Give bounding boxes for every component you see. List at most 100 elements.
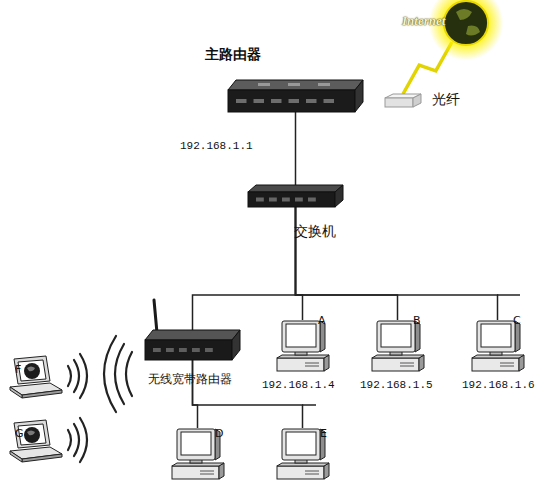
laptop-computer: F	[8, 356, 63, 398]
bus-wire	[497, 294, 520, 296]
device-part	[277, 466, 324, 479]
device-part	[256, 198, 264, 202]
device-part	[258, 83, 270, 86]
device-part	[269, 198, 277, 202]
device-part	[282, 198, 290, 202]
device-part	[318, 83, 330, 86]
wave-arc	[68, 366, 71, 386]
device-part	[27, 431, 35, 436]
desktop-computer: C192.168.1.6	[470, 320, 525, 375]
device-part	[228, 90, 355, 112]
device-part	[248, 185, 343, 192]
device-part	[10, 387, 22, 398]
device-part	[355, 80, 363, 112]
device-part	[200, 471, 214, 472]
fiber-icon	[385, 94, 421, 107]
device-part	[154, 300, 157, 333]
device-part	[14, 356, 50, 384]
network-cable	[295, 112, 297, 185]
desktop-computer: E	[275, 428, 330, 483]
device-part	[24, 363, 40, 379]
desktop-computer: D	[170, 428, 225, 483]
device-part	[305, 471, 319, 472]
network-cable	[193, 207, 296, 330]
wave-arc	[68, 430, 71, 450]
device-part	[248, 192, 335, 207]
device-part	[14, 420, 50, 448]
device-label: 无线宽带路由器	[148, 373, 232, 386]
device-part	[377, 321, 415, 352]
wave-arc	[126, 352, 132, 396]
device-part	[305, 366, 319, 367]
device-part	[429, 0, 504, 60]
wave-arc	[74, 424, 79, 456]
device-label: A	[318, 315, 326, 327]
device-part	[254, 99, 265, 103]
device-part	[456, 9, 480, 36]
device-part	[413, 94, 421, 107]
wave-arc	[80, 354, 87, 398]
device-part	[477, 321, 515, 352]
device-part	[400, 366, 414, 367]
device-part	[381, 324, 411, 347]
device-part	[22, 454, 62, 462]
device-label: B	[413, 315, 421, 327]
device-part	[335, 185, 343, 207]
device-label: E	[320, 428, 327, 440]
device-part	[400, 363, 414, 364]
device-label: C	[513, 315, 521, 327]
globe-icon	[442, 0, 490, 46]
device-part	[305, 363, 319, 364]
device-label: G	[15, 428, 24, 440]
network-switch: 交换机	[248, 185, 343, 207]
main-router: 主路由器192.168.1.1	[228, 80, 363, 112]
device-part	[282, 321, 320, 352]
fiber-modem: 光纤	[385, 94, 421, 107]
bus-wire	[302, 404, 316, 406]
device-part	[24, 427, 40, 443]
device-part	[10, 451, 22, 462]
desktop-computer: B192.168.1.5	[370, 320, 425, 375]
laptop-icon	[8, 356, 63, 398]
wireless-waves	[68, 336, 132, 462]
device-part	[192, 348, 200, 352]
device-part	[289, 99, 300, 103]
internet-globe: Internet	[442, 0, 490, 46]
device-part	[500, 363, 514, 364]
device-part	[145, 330, 240, 340]
device-part	[228, 80, 363, 90]
ip-address: 192.168.1.4	[262, 379, 335, 391]
laptop-computer: G	[8, 420, 63, 462]
device-label: 光纤	[432, 92, 460, 107]
pc-icon	[470, 320, 525, 375]
device-part	[295, 198, 303, 202]
pc-icon	[370, 320, 425, 375]
switch-icon	[248, 185, 343, 207]
wave-arc	[74, 360, 79, 392]
desktop-computer: A192.168.1.4	[275, 320, 330, 375]
device-part	[172, 466, 219, 479]
device-part	[236, 99, 247, 103]
wave-arc	[115, 344, 124, 404]
pc-icon	[275, 320, 330, 375]
ip-address: 192.168.1.5	[360, 379, 433, 391]
wireless-router: 无线宽带路由器	[145, 330, 240, 360]
wifi-icon	[145, 330, 240, 360]
device-part	[271, 99, 282, 103]
wave-arc	[80, 418, 87, 462]
device-part	[385, 98, 413, 107]
device-part	[308, 198, 316, 202]
device-part	[286, 432, 316, 455]
wave-arc	[104, 336, 116, 412]
device-part	[472, 358, 519, 371]
device-part	[282, 429, 320, 460]
device-label: 主路由器	[205, 47, 261, 62]
device-part	[181, 432, 211, 455]
device-part	[444, 1, 488, 45]
device-part	[286, 324, 316, 347]
device-label: Internet	[402, 14, 445, 28]
device-part	[288, 83, 300, 86]
device-part	[145, 340, 232, 360]
device-part	[205, 348, 213, 352]
